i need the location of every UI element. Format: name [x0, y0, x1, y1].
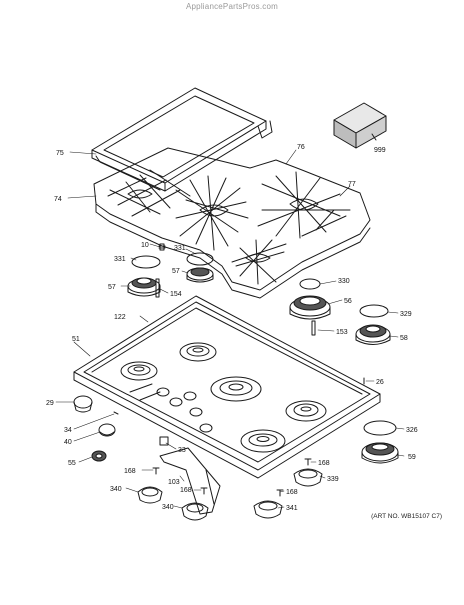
- label-340-upper: 340: [110, 486, 122, 493]
- part-10-spring: [158, 243, 166, 251]
- label-168-left: 168: [124, 468, 136, 475]
- label-10: 10: [141, 242, 149, 249]
- label-331-left: 331: [114, 256, 126, 263]
- label-168-mid: 168: [180, 487, 192, 494]
- label-26: 26: [376, 379, 384, 386]
- part-55-grommet: [91, 450, 107, 462]
- label-40: 40: [64, 439, 72, 446]
- label-58: 58: [400, 335, 408, 342]
- part-153-electrode: [311, 320, 316, 336]
- part-51-cooktop: [73, 295, 381, 479]
- part-154-electrode: [155, 278, 160, 298]
- watermark: AppliancePartsPros.com: [186, 2, 278, 11]
- label-33: 33: [178, 447, 186, 454]
- label-329: 329: [400, 311, 412, 318]
- label-168-right: 168: [318, 460, 330, 467]
- label-339: 339: [327, 476, 339, 483]
- part-340-base-upper: [137, 486, 163, 504]
- label-56: 56: [344, 298, 352, 305]
- leader-999: [371, 133, 377, 141]
- part-999-box: [333, 102, 387, 149]
- label-74: 74: [54, 196, 62, 203]
- label-103: 103: [168, 479, 180, 486]
- label-999: 999: [374, 147, 386, 154]
- part-329-cap: [359, 304, 389, 318]
- label-55: 55: [68, 460, 76, 467]
- part-56-burner: [289, 295, 331, 320]
- part-labels: 999 75 76 77 74 10 331 331 57 57 154 122…: [46, 144, 418, 512]
- part-75-cover: [91, 87, 273, 192]
- part-57-burner-left: [127, 277, 161, 297]
- part-326-cap: [363, 420, 397, 436]
- part-168-screws: [152, 458, 312, 497]
- part-57-burner-mid: [186, 267, 214, 283]
- part-34-clip: [113, 411, 119, 415]
- label-59: 59: [408, 454, 416, 461]
- label-340-lower: 340: [162, 504, 174, 511]
- part-59-burner: [361, 442, 399, 464]
- leader-lines: [55, 149, 405, 509]
- part-330-cap: [299, 278, 321, 290]
- label-29: 29: [46, 400, 54, 407]
- label-75: 75: [56, 150, 64, 157]
- part-339-base: [293, 468, 323, 487]
- part-33-switch: [159, 436, 169, 446]
- part-58-burner: [355, 324, 391, 345]
- part-341-base: [253, 500, 283, 519]
- label-153: 153: [336, 329, 348, 336]
- part-331-cap-left: [131, 255, 161, 269]
- label-331-mid: 331: [174, 245, 186, 252]
- label-168-lower: 168: [286, 489, 298, 496]
- part-29-knob: [73, 395, 93, 413]
- label-341: 341: [286, 505, 298, 512]
- label-154: 154: [170, 291, 182, 298]
- label-57-left: 57: [108, 284, 116, 291]
- label-122: 122: [114, 314, 126, 321]
- label-76: 76: [297, 144, 305, 151]
- label-57-mid: 57: [172, 268, 180, 275]
- label-326: 326: [406, 427, 418, 434]
- label-77: 77: [348, 181, 356, 188]
- part-74-76-77-grates: [93, 147, 371, 299]
- label-34: 34: [64, 427, 72, 434]
- part-340-base-lower: [181, 502, 209, 521]
- art-number: (ART NO. WB15107 C7): [371, 513, 442, 520]
- part-331-cap-mid: [186, 252, 214, 266]
- part-40-knob: [98, 423, 116, 437]
- label-330: 330: [338, 278, 350, 285]
- label-51: 51: [72, 336, 80, 343]
- part-103-manifold: [159, 447, 221, 515]
